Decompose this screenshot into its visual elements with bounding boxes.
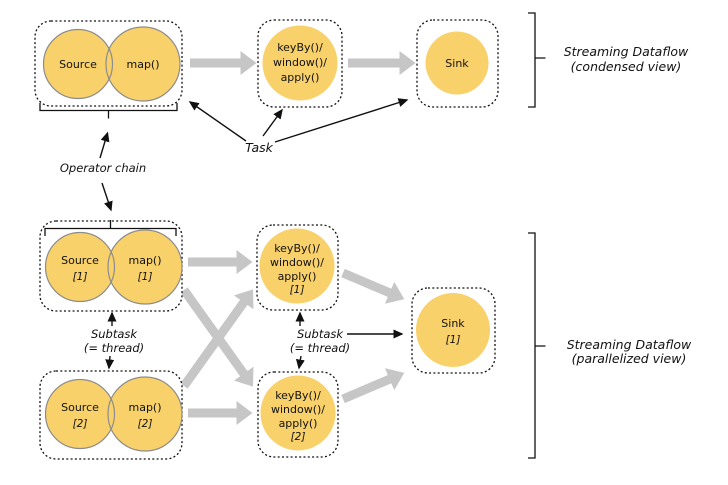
source-node (43, 29, 113, 99)
map-node-label: map() (126, 58, 159, 71)
keyby2-node-line3: apply() (279, 417, 318, 430)
subtask-left-arrow-down (105, 355, 115, 370)
map1-node (108, 230, 182, 304)
condensed-caption-line2: (condensed view) (571, 59, 682, 74)
subtask-mid-label-line1: Subtask (297, 327, 344, 341)
task-label: Task (245, 140, 273, 155)
task-arrow-to-chain (188, 101, 247, 142)
subtask-left-label-line1: Subtask (91, 327, 138, 341)
sink-node (425, 31, 489, 95)
keyby2-node-sub: [2] (291, 431, 306, 443)
subtask-mid-label-line2: (= thread) (290, 341, 350, 355)
source1-node-outline (44, 231, 116, 303)
keyby2-node (260, 375, 336, 451)
parallel-view-brace (528, 232, 546, 459)
source1-node (45, 232, 115, 302)
flow-arrow-chain2-to-keyby1 (180, 289, 254, 389)
source1-node-sub: [1] (73, 271, 88, 283)
flow-arrow-keyby2-to-sink1 (341, 368, 405, 404)
parallel-caption-line1: Streaming Dataflow (567, 337, 692, 352)
keyby1-node-line1: keyBy()/ (274, 242, 320, 255)
operator-chain-arrow-down (101, 182, 113, 212)
annotation-labels: Operator chain Task Subtask (= thread) S… (60, 44, 692, 366)
subtask-left-label-line2: (= thread) (84, 341, 144, 355)
node-labels: Source map() keyBy()/ window()/ apply() … (59, 41, 469, 443)
keyby2-node-line2: window()/ (271, 403, 325, 416)
sink-node-label: Sink (445, 57, 469, 70)
dataflow-arrows (180, 51, 416, 425)
parallel-caption-line2: (parallelized view) (572, 351, 687, 366)
keyby-node-line3: apply() (281, 71, 320, 84)
map1-node-label: map() (128, 254, 161, 267)
keyby-node-line2: window()/ (273, 56, 327, 69)
operator-chain-underbrace (39, 103, 178, 119)
operator-chain-overbrace (44, 220, 177, 236)
map1-node-outline (107, 229, 183, 305)
operator-nodes (42, 25, 490, 452)
brackets (39, 12, 546, 459)
operator-chain-arrow-up (99, 131, 110, 159)
source2-node-label: Source (61, 401, 99, 414)
subtask-mid-arrow-down (295, 355, 305, 370)
sink1-node-sub: [1] (446, 334, 461, 346)
task-arrow-to-sink (274, 98, 409, 143)
source2-node-sub: [2] (73, 418, 88, 430)
sink1-node (416, 293, 490, 367)
keyby1-node-line3: apply() (278, 270, 317, 283)
keyby1-node-line2: window()/ (270, 256, 324, 269)
flow-arrow-chain1-to-keyby2 (180, 287, 254, 387)
map2-node-label: map() (128, 401, 161, 414)
keyby1-node-sub: [1] (290, 284, 305, 296)
map2-node (108, 377, 182, 451)
map1-node-sub: [1] (138, 271, 153, 283)
source2-node-outline (44, 378, 116, 450)
flow-arrow-keyby1-to-sink1 (341, 268, 405, 304)
map-node-outline (105, 26, 181, 102)
condensed-view-brace (528, 12, 546, 108)
keyby1-node (259, 228, 335, 304)
task-arrow-to-keyby (262, 108, 283, 137)
operator-chain-label: Operator chain (60, 161, 146, 175)
condensed-caption-line1: Streaming Dataflow (564, 44, 689, 59)
annotation-arrows (99, 98, 409, 370)
keyby2-node-line1: keyBy()/ (275, 389, 321, 402)
source-node-label: Source (59, 58, 97, 71)
source-node-outline (42, 28, 114, 100)
keyby-node-line1: keyBy()/ (277, 41, 323, 54)
map2-node-outline (107, 376, 183, 452)
source1-node-label: Source (61, 254, 99, 267)
sink1-node-label: Sink (441, 317, 465, 330)
map2-node-sub: [2] (138, 418, 153, 430)
map-node (106, 27, 180, 101)
keyby-node (262, 25, 338, 101)
source2-node (45, 379, 115, 449)
